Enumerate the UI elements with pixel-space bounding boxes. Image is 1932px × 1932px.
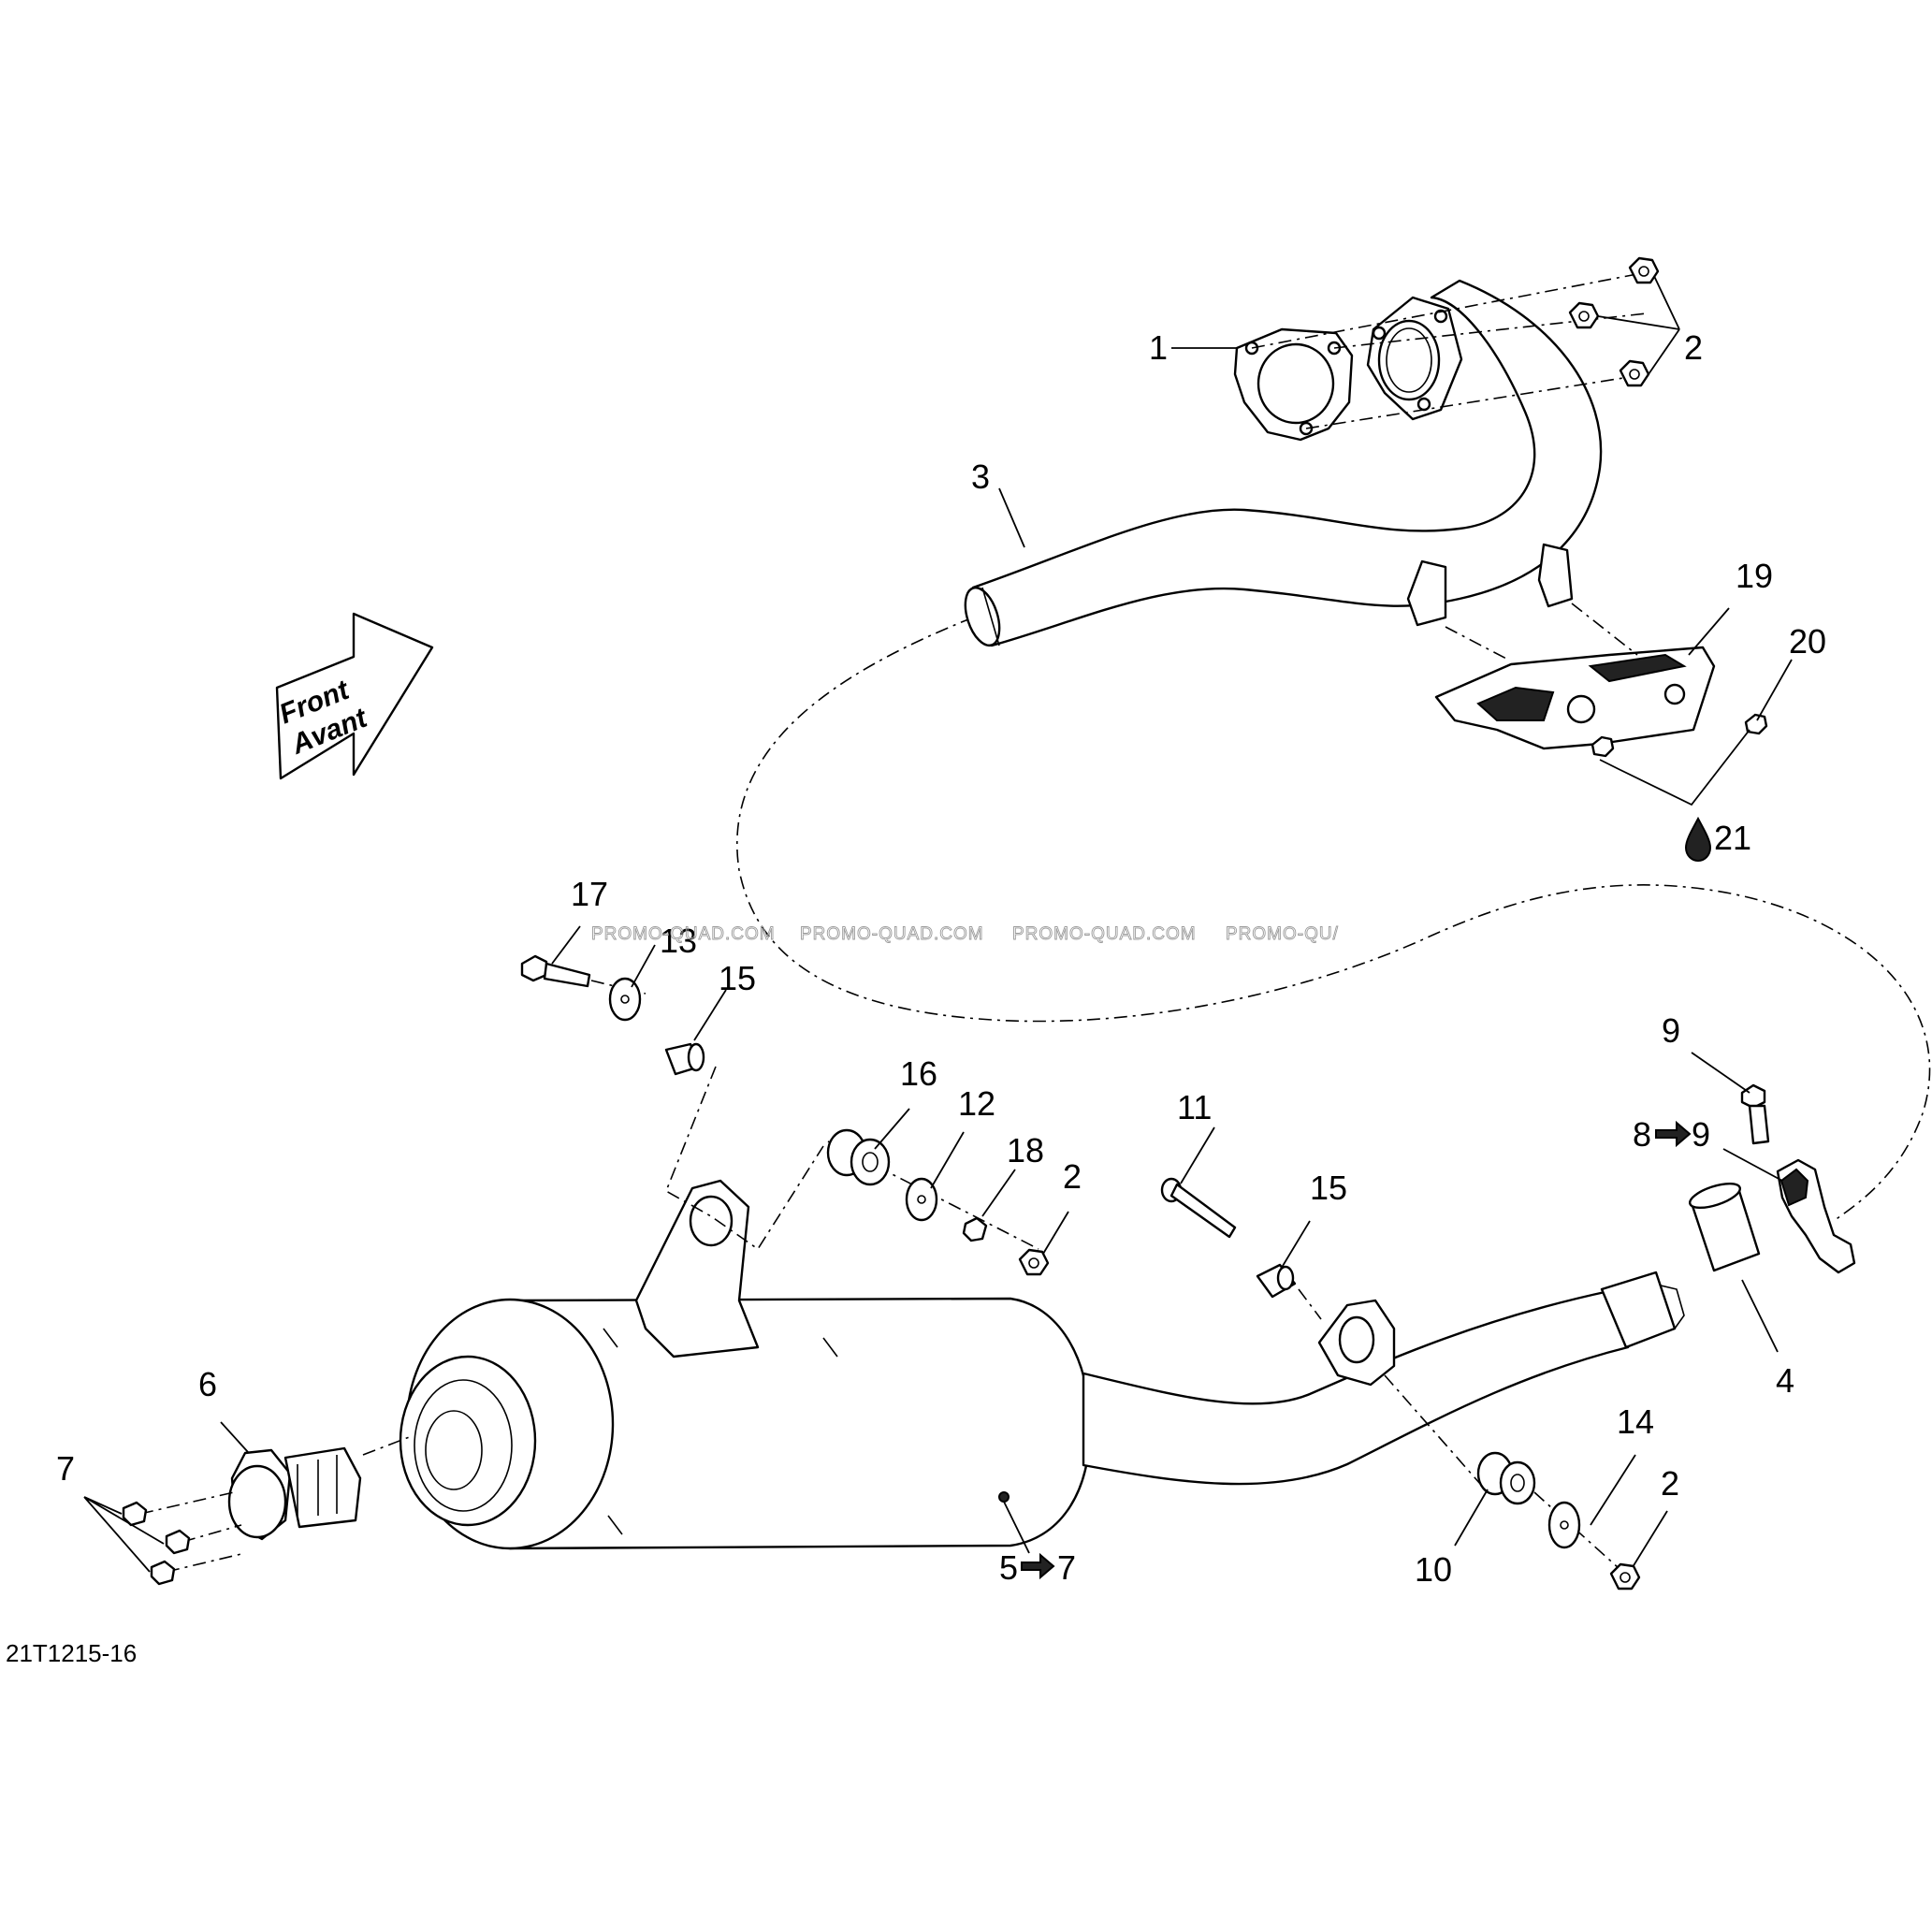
liquid-drop-icon: [1684, 816, 1712, 863]
hardware-bolt-17: [520, 954, 591, 988]
assembly-outline: [736, 617, 1931, 1222]
washer-13: [608, 977, 642, 1022]
header-flange: [1366, 296, 1463, 421]
callout-5: 5: [999, 1548, 1018, 1587]
lower-stack-line: [1533, 1491, 1629, 1577]
exhaust-sleeve-4: [1688, 1182, 1761, 1272]
watermark-text-4: PROMO-QU/: [1226, 924, 1339, 944]
callout-10: 10: [1415, 1550, 1452, 1589]
callout-8: 8: [1633, 1115, 1651, 1154]
washer-14-hole: [1560, 1520, 1569, 1530]
right-arrow-icon: [1655, 1120, 1692, 1148]
callout-13: 13: [660, 922, 697, 960]
callout-5-target: 7: [1057, 1548, 1076, 1587]
callout-2-center: 2: [1063, 1157, 1082, 1196]
callout-7: 7: [56, 1449, 75, 1488]
insert-bolts: [122, 1501, 191, 1586]
figure-code: 21T1215-16: [6, 1639, 137, 1667]
watermark-text-2: PROMO-QUAD.COM: [800, 924, 984, 944]
callout-21-group: 21: [1684, 816, 1751, 863]
leader-lines: [83, 275, 1793, 1573]
spark-arrestor-insert: [227, 1446, 362, 1541]
spacer-18: [962, 1216, 988, 1242]
callout-18: 18: [1007, 1131, 1044, 1169]
callout-2-lower: 2: [1661, 1464, 1679, 1503]
callout-15-center: 15: [1310, 1169, 1347, 1207]
shield-screws: [1591, 713, 1768, 758]
callout-6: 6: [198, 1365, 217, 1403]
callout-21: 21: [1714, 819, 1751, 857]
clamp-bolt-9: [1740, 1083, 1770, 1145]
exhaust-header-pipe: [964, 279, 1603, 647]
watermark-text-1: PROMO-QUAD.COM: [591, 924, 776, 944]
callout-9: 9: [1662, 1011, 1680, 1050]
exhaust-gasket: [1233, 327, 1354, 442]
pipe-bracket-line: [1298, 1288, 1489, 1493]
shield-mount-line-2: [1571, 603, 1638, 656]
muffler-bracket-line: [664, 1066, 824, 1251]
washer-14: [1547, 1501, 1581, 1549]
exhaust-clamp: [1776, 1158, 1856, 1274]
front-direction-arrow: Front Avant: [275, 612, 434, 780]
washer-12-hole: [917, 1195, 926, 1204]
right-arrow-icon: [1021, 1552, 1055, 1580]
callout-5-to-7: 5 7: [999, 1548, 1076, 1587]
callout-8-to-9: 8 9: [1633, 1115, 1710, 1154]
callout-20: 20: [1789, 622, 1826, 661]
watermark-text-3: PROMO-QUAD.COM: [1012, 924, 1197, 944]
spacer-15-center: [1256, 1263, 1297, 1299]
callout-16: 16: [900, 1054, 937, 1093]
callout-17: 17: [571, 875, 608, 913]
callout-1: 1: [1149, 328, 1168, 367]
flange-nuts: [1568, 256, 1660, 387]
insert-bolt-lines: [139, 1435, 413, 1573]
heat-shield: [1434, 646, 1716, 750]
callout-8-target: 9: [1692, 1115, 1710, 1154]
callout-19: 19: [1736, 557, 1773, 595]
callouts: 1 2 3 19 20 21 17 13 15 16 12 18 2 11 15…: [56, 328, 1826, 1589]
washer-12: [905, 1177, 938, 1222]
callout-4: 4: [1776, 1361, 1794, 1400]
bolt-11: [1160, 1177, 1237, 1239]
grommet-16: [826, 1128, 891, 1186]
callout-3: 3: [971, 458, 990, 496]
shield-mount-line-1: [1445, 626, 1509, 661]
nut-2-center: [1018, 1248, 1050, 1276]
pipe-mount-bracket: [1317, 1299, 1396, 1387]
grommet-10: [1476, 1451, 1536, 1505]
callout-12: 12: [958, 1084, 995, 1123]
gasket-stud-lines: [1251, 272, 1648, 429]
nut-2-lower: [1609, 1562, 1641, 1591]
callout-11: 11: [1177, 1088, 1212, 1126]
washer-13-hole: [620, 995, 630, 1004]
muffler: [399, 1179, 1685, 1550]
callout-15-top: 15: [719, 959, 756, 997]
spacer-15-top: [664, 1042, 705, 1076]
watermark: PROMO-QUAD.COM PROMO-QUAD.COM PROMO-QUAD…: [591, 924, 1339, 945]
callout-2-top: 2: [1684, 328, 1703, 367]
callout-14: 14: [1617, 1402, 1654, 1441]
